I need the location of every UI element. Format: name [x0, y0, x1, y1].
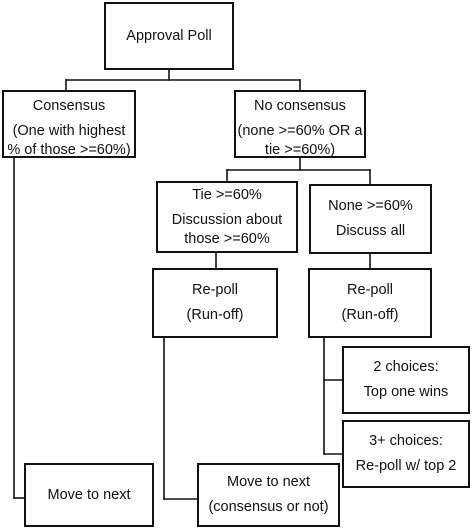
node-move-next-left: Move to next — [24, 463, 154, 527]
node-repoll-left-detail: (Run-off) — [186, 307, 244, 323]
node-no-consensus-detail-1: (none >=60% OR a — [237, 123, 363, 139]
node-consensus-title: Consensus — [32, 98, 106, 114]
node-repoll-right-detail: (Run-off) — [341, 307, 399, 323]
node-move-next-right-detail: (consensus or not) — [208, 499, 329, 515]
node-none-title: None >=60% — [328, 198, 413, 214]
node-tie: Tie >=60% Discussion about those >=60% — [156, 181, 298, 253]
node-consensus: Consensus (One with highest % of those >… — [2, 90, 136, 158]
node-tie-title: Tie >=60% — [192, 187, 262, 203]
node-move-next-left-label: Move to next — [47, 486, 131, 503]
node-no-consensus-title: No consensus — [254, 98, 346, 114]
node-two-choices-title: 2 choices: — [373, 359, 439, 375]
node-consensus-detail-2: % of those >=60%) — [7, 142, 131, 158]
node-three-choices-detail: Re-poll w/ top 2 — [355, 458, 457, 474]
node-move-next-right-title: Move to next — [226, 474, 310, 490]
node-none: None >=60% Discuss all — [309, 184, 432, 254]
node-repoll-right-title: Re-poll — [347, 282, 393, 298]
node-two-choices: 2 choices: Top one wins — [342, 346, 470, 414]
node-two-choices-detail: Top one wins — [363, 384, 449, 400]
node-repoll-left: Re-poll (Run-off) — [152, 268, 278, 338]
node-repoll-left-title: Re-poll — [192, 282, 238, 298]
node-repoll-right: Re-poll (Run-off) — [308, 268, 432, 338]
node-no-consensus-detail-2: tie >=60%) — [264, 142, 336, 158]
node-none-detail: Discuss all — [335, 223, 406, 239]
node-approval-poll-label: Approval Poll — [126, 27, 212, 44]
node-approval-poll: Approval Poll — [104, 2, 234, 70]
node-no-consensus: No consensus (none >=60% OR a tie >=60%) — [234, 90, 366, 158]
node-three-choices-title: 3+ choices: — [369, 433, 443, 449]
node-tie-detail-2: those >=60% — [184, 231, 270, 247]
node-move-next-right: Move to next (consensus or not) — [197, 463, 340, 527]
node-consensus-detail-1: (One with highest — [12, 123, 126, 139]
node-three-choices: 3+ choices: Re-poll w/ top 2 — [342, 420, 470, 488]
node-tie-detail-1: Discussion about — [171, 212, 283, 228]
